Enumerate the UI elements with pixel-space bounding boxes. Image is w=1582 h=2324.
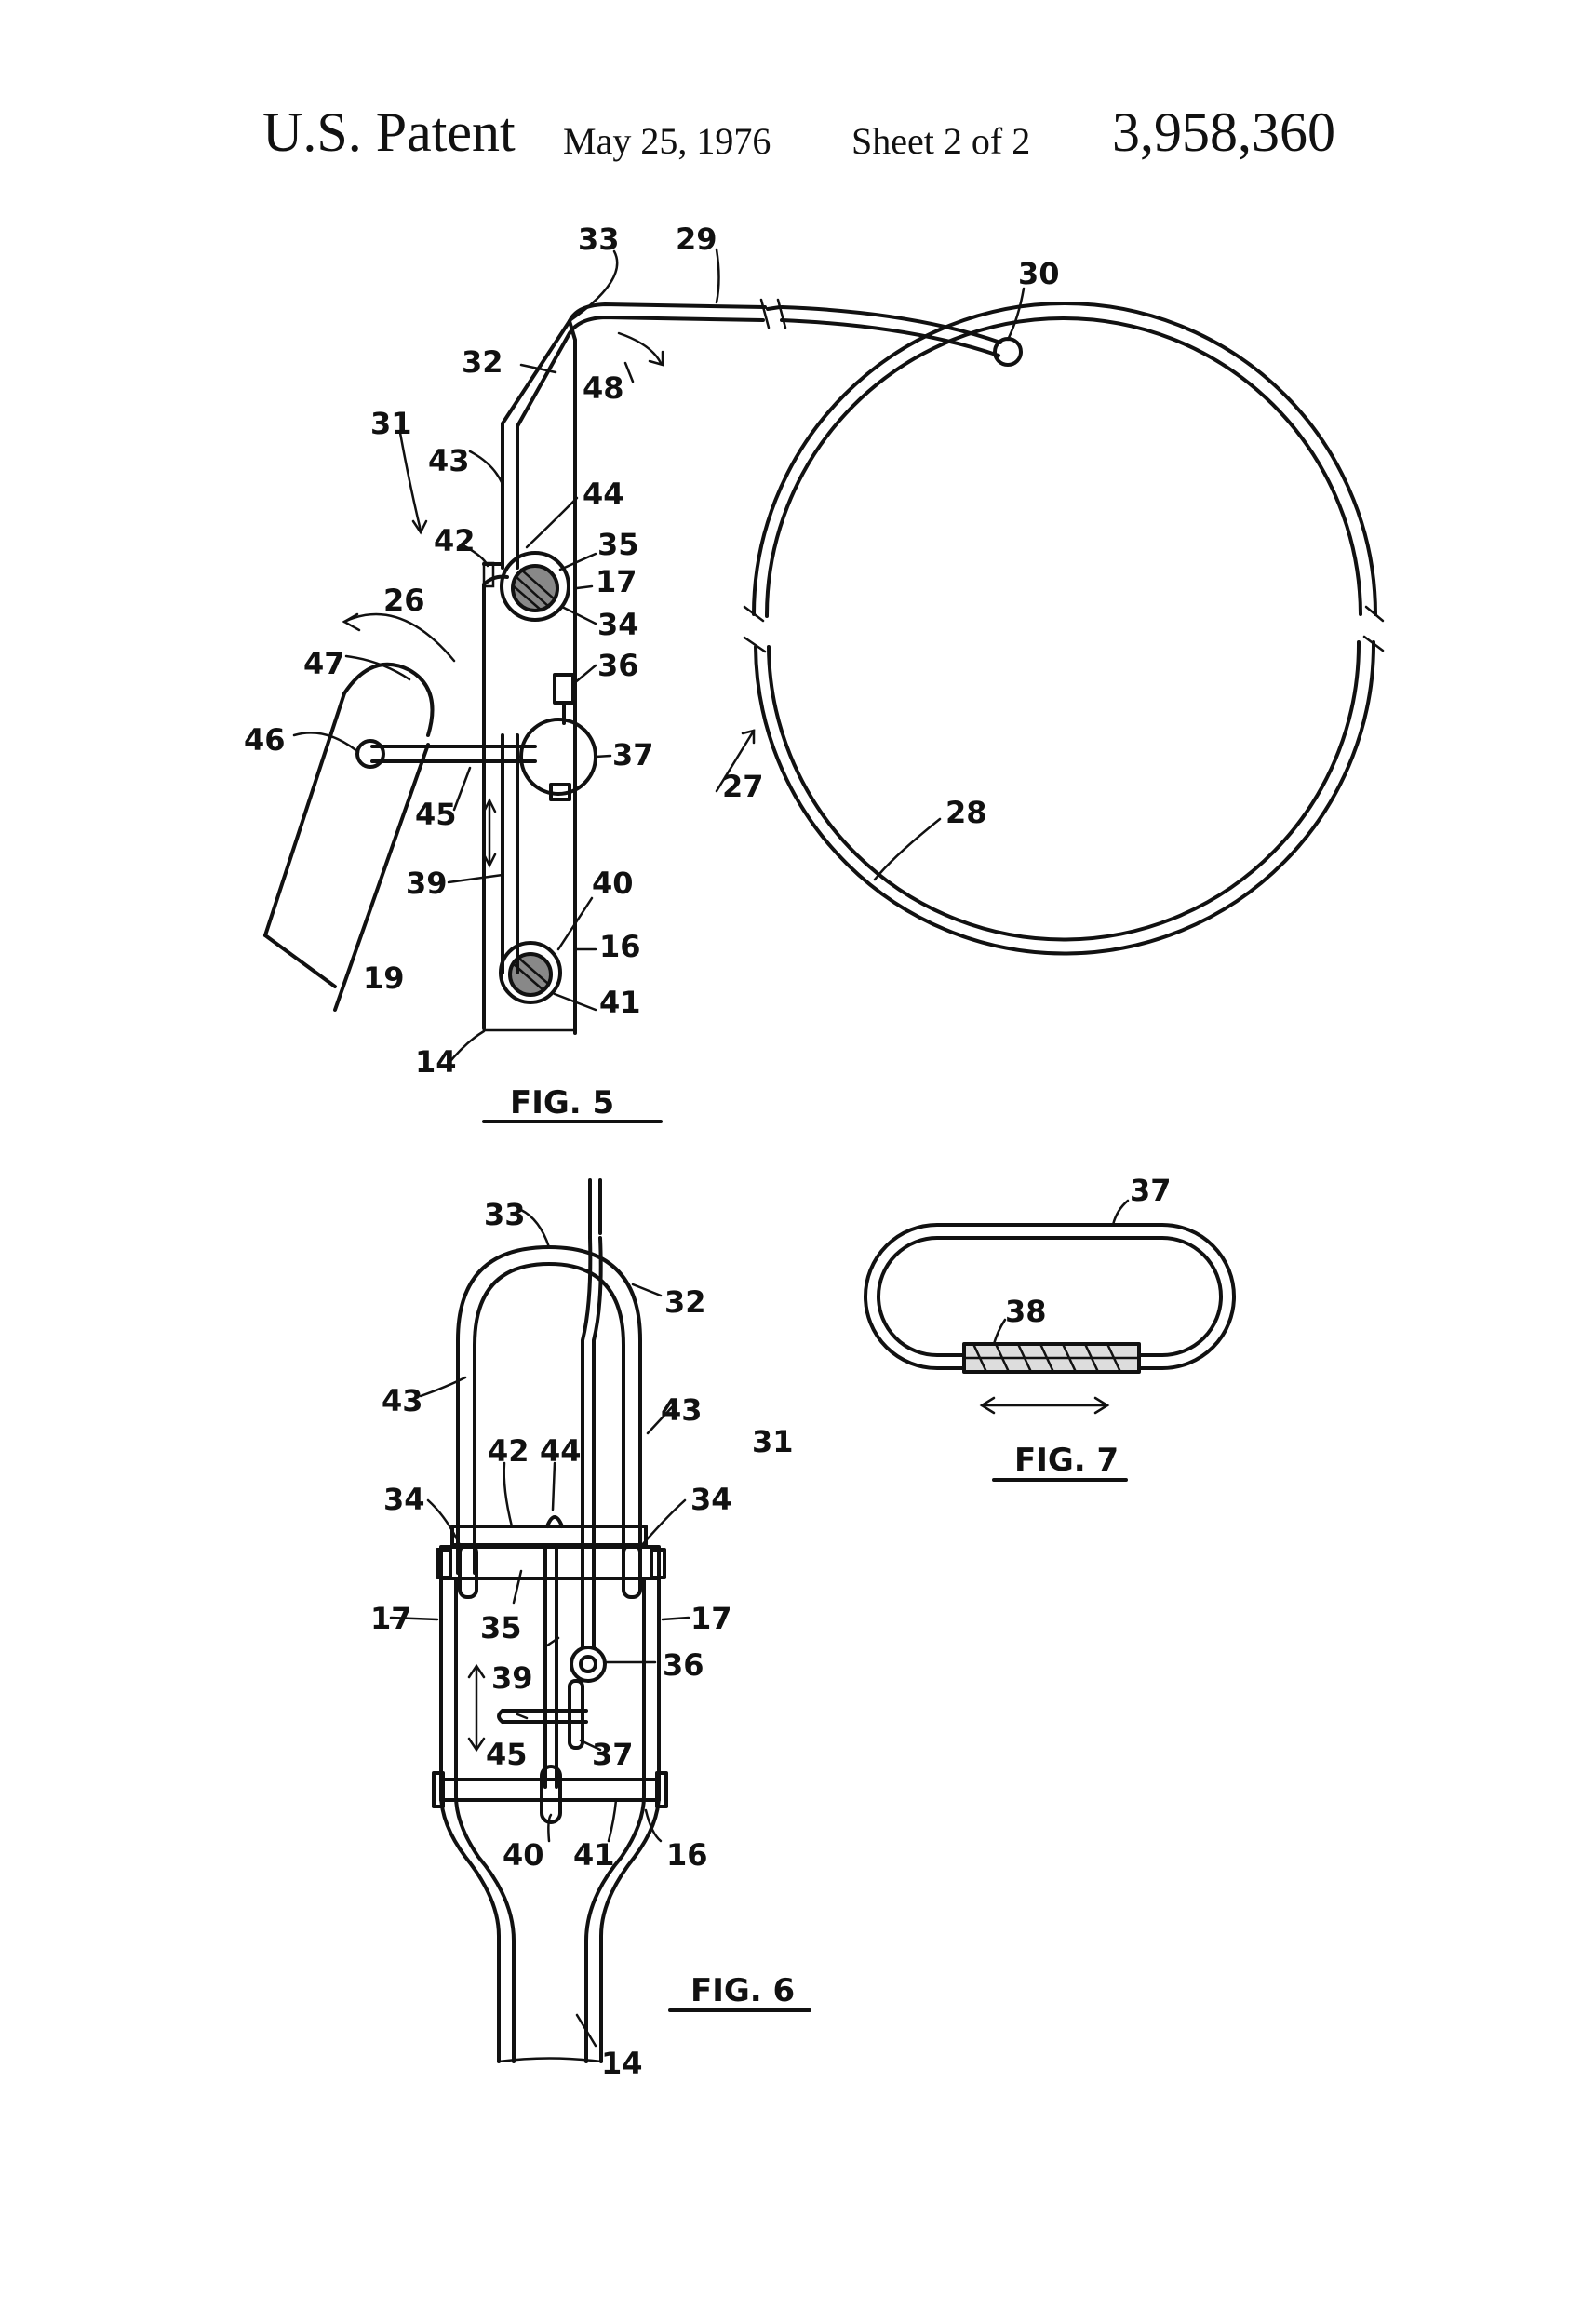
ref-numeral: 37 bbox=[592, 1737, 634, 1772]
ref-numeral: 17 bbox=[596, 564, 637, 599]
ref-numeral: 40 bbox=[503, 1837, 544, 1873]
ref-numeral: 37 bbox=[1130, 1173, 1172, 1208]
ref-numeral: 44 bbox=[540, 1433, 582, 1469]
ref-numeral: 28 bbox=[945, 795, 987, 830]
ref-numeral: 14 bbox=[415, 1044, 457, 1080]
hoop-ring bbox=[754, 640, 1376, 956]
patent-number: 3,958,360 bbox=[1112, 101, 1335, 163]
ref-numeral: 33 bbox=[578, 222, 620, 257]
ref-numeral: 30 bbox=[1018, 256, 1060, 291]
ref-numeral: 16 bbox=[599, 929, 641, 964]
ref-numeral: 33 bbox=[484, 1197, 526, 1232]
figure-5: 33 29 30 32 48 31 43 44 42 35 17 26 34 3… bbox=[244, 222, 1385, 1123]
figure-caption: FIG. 7 bbox=[1014, 1442, 1119, 1479]
ref-numeral: 32 bbox=[462, 344, 503, 380]
ref-numeral: 14 bbox=[601, 2046, 643, 2081]
figure-caption: FIG. 5 bbox=[510, 1084, 614, 1122]
ref-numeral: 41 bbox=[573, 1837, 615, 1873]
ref-numeral: 17 bbox=[370, 1601, 412, 1636]
ref-numeral: 27 bbox=[722, 769, 764, 804]
ref-numeral: 36 bbox=[597, 648, 639, 683]
ref-numeral: 26 bbox=[383, 583, 425, 618]
ref-numeral: 41 bbox=[599, 985, 641, 1020]
cord bbox=[766, 305, 782, 311]
ref-numeral: 47 bbox=[303, 646, 345, 681]
ref-numeral: 43 bbox=[428, 443, 470, 478]
sheet-number: Sheet 2 of 2 bbox=[851, 120, 1031, 162]
ref-numeral: 39 bbox=[406, 866, 448, 901]
ref-numeral: 37 bbox=[612, 737, 654, 772]
patent-label: U.S. Patent bbox=[262, 101, 516, 163]
ref-numeral: 42 bbox=[434, 523, 476, 558]
ref-numeral: 31 bbox=[752, 1424, 794, 1459]
hoop-ring bbox=[752, 302, 1377, 616]
ref-numeral: 34 bbox=[690, 1482, 732, 1517]
ref-numeral: 31 bbox=[370, 406, 412, 441]
ref-numeral: 35 bbox=[480, 1610, 522, 1646]
ref-numeral: 29 bbox=[676, 222, 717, 257]
ref-numeral: 42 bbox=[488, 1433, 530, 1469]
ref-numeral: 45 bbox=[415, 797, 457, 832]
ref-numeral: 48 bbox=[583, 370, 624, 406]
ref-numeral: 19 bbox=[363, 960, 405, 996]
figure-7: 37 38 FIG. 7 bbox=[864, 1173, 1236, 1482]
ref-numeral: 43 bbox=[661, 1392, 703, 1428]
ref-numeral: 46 bbox=[244, 722, 286, 758]
ref-numeral: 44 bbox=[583, 477, 624, 512]
ref-numeral: 38 bbox=[1005, 1294, 1047, 1329]
ref-numeral: 17 bbox=[690, 1601, 732, 1636]
ref-numeral: 16 bbox=[666, 1837, 708, 1873]
ref-numeral: 35 bbox=[597, 527, 639, 562]
ref-numeral: 40 bbox=[592, 866, 634, 901]
ref-numeral: 39 bbox=[491, 1660, 533, 1696]
ref-numeral: 34 bbox=[383, 1482, 425, 1517]
figure-6: 33 32 43 43 31 42 44 34 34 17 17 35 39 3… bbox=[370, 1178, 811, 2081]
ref-numeral: 36 bbox=[663, 1647, 704, 1683]
patent-date: May 25, 1976 bbox=[563, 120, 771, 162]
ref-numeral: 45 bbox=[486, 1737, 528, 1772]
ref-numeral: 34 bbox=[597, 607, 639, 642]
ref-numeral: 43 bbox=[382, 1383, 423, 1418]
ref-numeral: 32 bbox=[664, 1284, 706, 1320]
figure-caption: FIG. 6 bbox=[690, 1972, 795, 2009]
